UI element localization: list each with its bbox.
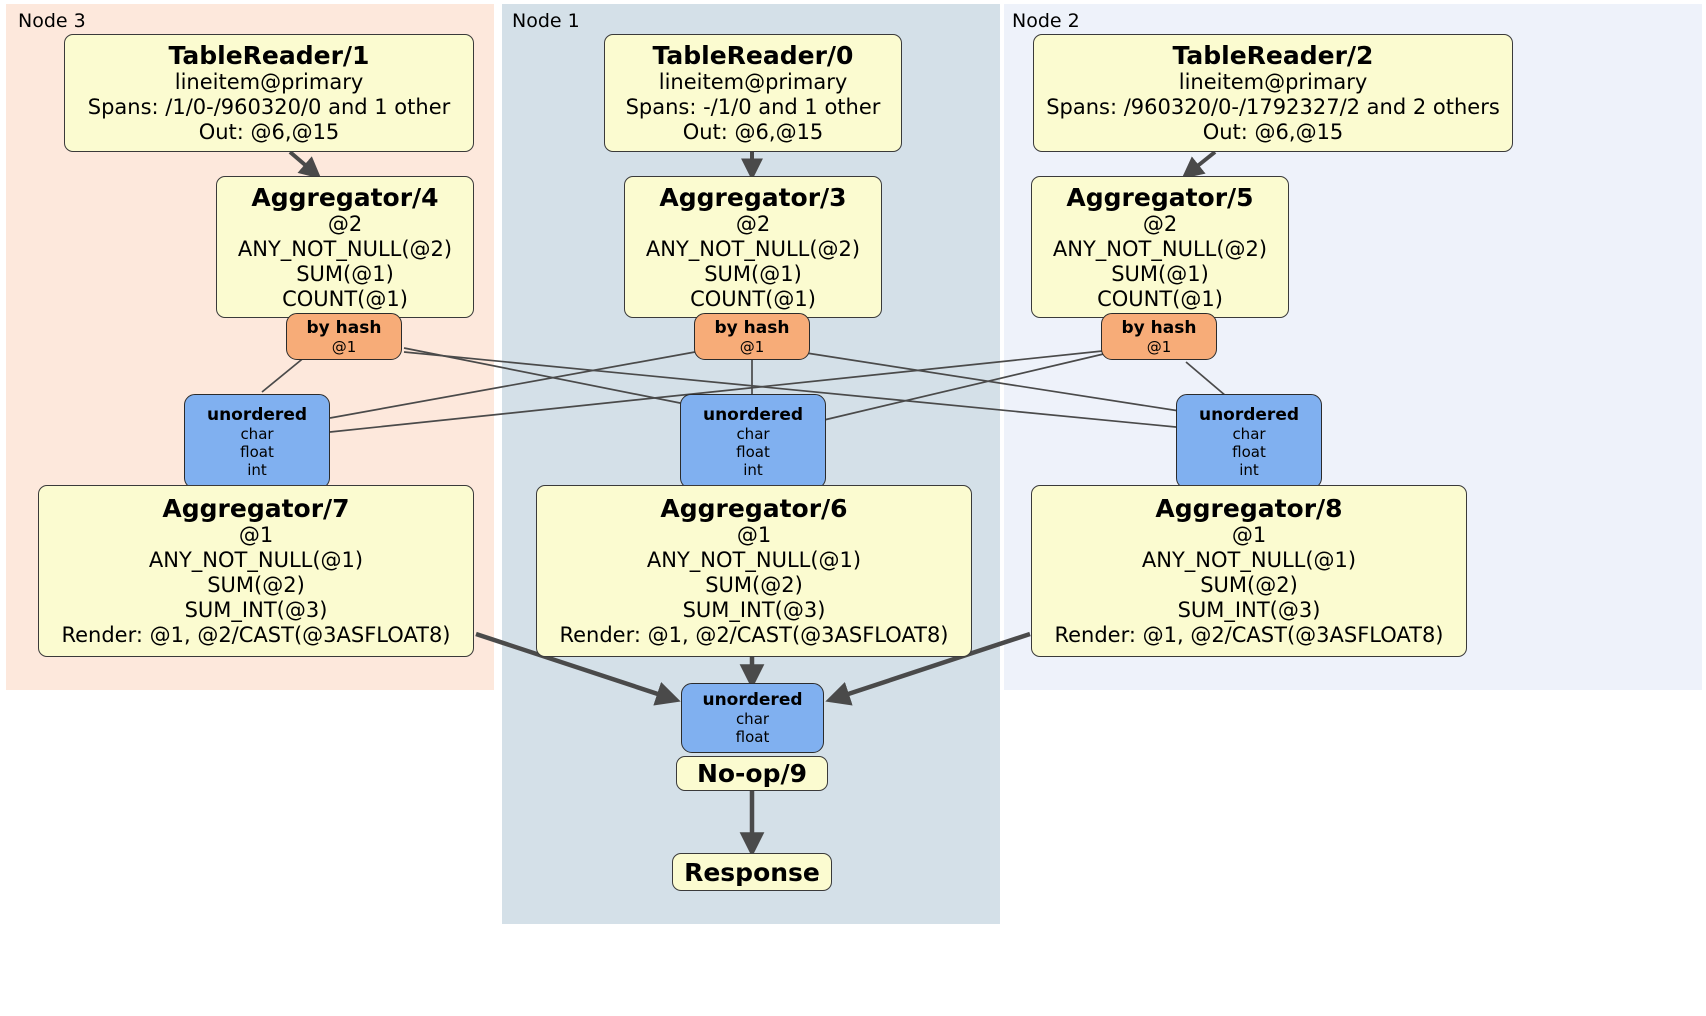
hash-router-node-1-column: @1 xyxy=(739,337,765,356)
table-reader-2-table: lineitem@primary xyxy=(1178,70,1368,94)
table-reader-0[interactable]: TableReader/0 lineitem@primary Spans: -/… xyxy=(604,34,902,152)
aggregator-7-agg-2: SUM(@2) xyxy=(207,573,305,597)
unordered-receiver-node-3-type-3: int xyxy=(247,460,267,479)
table-reader-1-spans: Spans: /1/0-/960320/0 and 1 other xyxy=(87,95,451,119)
aggregator-6-group: @1 xyxy=(736,523,772,547)
aggregator-4[interactable]: Aggregator/4 @2 ANY_NOT_NULL(@2) SUM(@1)… xyxy=(216,176,474,318)
final-unordered-receiver-type-2: float xyxy=(735,728,770,746)
table-reader-2-spans: Spans: /960320/0-/1792327/2 and 2 others xyxy=(1046,95,1500,119)
aggregator-6-render: Render: @1, @2/CAST(@3ASFLOAT8) xyxy=(559,623,949,647)
table-reader-0-out: Out: @6,@15 xyxy=(682,120,824,144)
no-op-9[interactable]: No-op/9 xyxy=(676,756,828,791)
aggregator-5-agg-1: ANY_NOT_NULL(@2) xyxy=(1052,236,1268,261)
hash-router-node-1-title: by hash xyxy=(714,317,790,338)
aggregator-3-agg-1: ANY_NOT_NULL(@2) xyxy=(645,236,861,261)
table-reader-1-out: Out: @6,@15 xyxy=(198,120,340,144)
unordered-receiver-node-1[interactable]: unordered char float int xyxy=(680,394,826,489)
hash-router-node-2-title: by hash xyxy=(1121,317,1197,338)
aggregator-5[interactable]: Aggregator/5 @2 ANY_NOT_NULL(@2) SUM(@1)… xyxy=(1031,176,1289,318)
unordered-receiver-node-2[interactable]: unordered char float int xyxy=(1176,394,1322,489)
aggregator-6-agg-2: SUM(@2) xyxy=(705,573,803,597)
aggregator-3-group: @2 xyxy=(735,211,771,236)
panel-node-1-label: Node 1 xyxy=(512,10,580,32)
unordered-receiver-node-1-type-1: char xyxy=(736,424,770,443)
unordered-receiver-node-1-title: unordered xyxy=(702,404,804,425)
hash-router-node-3-column: @1 xyxy=(331,337,357,356)
unordered-receiver-node-2-title: unordered xyxy=(1198,404,1300,425)
hash-router-node-2-column: @1 xyxy=(1146,337,1172,356)
aggregator-8-title: Aggregator/8 xyxy=(1155,494,1343,523)
table-reader-1-table: lineitem@primary xyxy=(174,70,364,94)
aggregator-7-agg-1: ANY_NOT_NULL(@1) xyxy=(148,548,364,572)
aggregator-5-agg-3: COUNT(@1) xyxy=(1097,286,1223,311)
aggregator-8-group: @1 xyxy=(1231,523,1267,547)
table-reader-0-spans: Spans: -/1/0 and 1 other xyxy=(625,95,881,119)
hash-router-node-2[interactable]: by hash @1 xyxy=(1101,313,1217,360)
table-reader-2[interactable]: TableReader/2 lineitem@primary Spans: /9… xyxy=(1033,34,1513,152)
aggregator-3-agg-3: COUNT(@1) xyxy=(690,286,816,311)
no-op-9-title: No-op/9 xyxy=(696,759,808,788)
final-unordered-receiver-type-1: char xyxy=(735,710,770,728)
aggregator-6-agg-3: SUM_INT(@3) xyxy=(682,598,826,622)
aggregator-7[interactable]: Aggregator/7 @1 ANY_NOT_NULL(@1) SUM(@2)… xyxy=(38,485,474,657)
table-reader-2-title: TableReader/2 xyxy=(1172,41,1374,70)
aggregator-8[interactable]: Aggregator/8 @1 ANY_NOT_NULL(@1) SUM(@2)… xyxy=(1031,485,1467,657)
aggregator-4-agg-1: ANY_NOT_NULL(@2) xyxy=(237,236,453,261)
aggregator-7-agg-3: SUM_INT(@3) xyxy=(184,598,328,622)
unordered-receiver-node-2-type-3: int xyxy=(1239,460,1259,479)
table-reader-0-table: lineitem@primary xyxy=(658,70,848,94)
aggregator-7-group: @1 xyxy=(238,523,274,547)
aggregator-4-group: @2 xyxy=(327,211,363,236)
aggregator-8-agg-1: ANY_NOT_NULL(@1) xyxy=(1141,548,1357,572)
table-reader-0-title: TableReader/0 xyxy=(652,41,854,70)
panel-node-2-label: Node 2 xyxy=(1012,10,1080,32)
aggregator-8-render: Render: @1, @2/CAST(@3ASFLOAT8) xyxy=(1054,623,1444,647)
aggregator-4-title: Aggregator/4 xyxy=(251,182,439,212)
table-reader-1[interactable]: TableReader/1 lineitem@primary Spans: /1… xyxy=(64,34,474,152)
aggregator-3-agg-2: SUM(@1) xyxy=(704,261,802,286)
aggregator-3-title: Aggregator/3 xyxy=(659,182,847,212)
table-reader-1-title: TableReader/1 xyxy=(168,41,370,70)
unordered-receiver-node-3-type-1: char xyxy=(240,424,274,443)
hash-router-node-1[interactable]: by hash @1 xyxy=(694,313,810,360)
aggregator-3[interactable]: Aggregator/3 @2 ANY_NOT_NULL(@2) SUM(@1)… xyxy=(624,176,882,318)
aggregator-4-agg-3: COUNT(@1) xyxy=(282,286,408,311)
aggregator-4-agg-2: SUM(@1) xyxy=(296,261,394,286)
aggregator-7-title: Aggregator/7 xyxy=(162,494,350,523)
aggregator-5-title: Aggregator/5 xyxy=(1066,182,1254,212)
aggregator-5-group: @2 xyxy=(1142,211,1178,236)
unordered-receiver-node-3-type-2: float xyxy=(240,442,274,461)
unordered-receiver-node-2-type-1: char xyxy=(1232,424,1266,443)
hash-router-node-3[interactable]: by hash @1 xyxy=(286,313,402,360)
hash-router-node-3-title: by hash xyxy=(306,317,382,338)
aggregator-6-agg-1: ANY_NOT_NULL(@1) xyxy=(646,548,862,572)
final-unordered-receiver-title: unordered xyxy=(702,690,803,710)
unordered-receiver-node-3[interactable]: unordered char float int xyxy=(184,394,330,489)
final-unordered-receiver[interactable]: unordered char float xyxy=(681,683,824,753)
unordered-receiver-node-1-type-2: float xyxy=(736,442,770,461)
aggregator-5-agg-2: SUM(@1) xyxy=(1111,261,1209,286)
response[interactable]: Response xyxy=(672,853,832,891)
unordered-receiver-node-2-type-2: float xyxy=(1232,442,1266,461)
unordered-receiver-node-1-type-3: int xyxy=(743,460,763,479)
aggregator-6[interactable]: Aggregator/6 @1 ANY_NOT_NULL(@1) SUM(@2)… xyxy=(536,485,972,657)
panel-node-3-label: Node 3 xyxy=(18,10,86,32)
response-title: Response xyxy=(684,857,820,887)
table-reader-2-out: Out: @6,@15 xyxy=(1202,120,1344,144)
aggregator-7-render: Render: @1, @2/CAST(@3ASFLOAT8) xyxy=(61,623,451,647)
unordered-receiver-node-3-title: unordered xyxy=(206,404,308,425)
aggregator-6-title: Aggregator/6 xyxy=(660,494,848,523)
aggregator-8-agg-2: SUM(@2) xyxy=(1200,573,1298,597)
aggregator-8-agg-3: SUM_INT(@3) xyxy=(1177,598,1321,622)
